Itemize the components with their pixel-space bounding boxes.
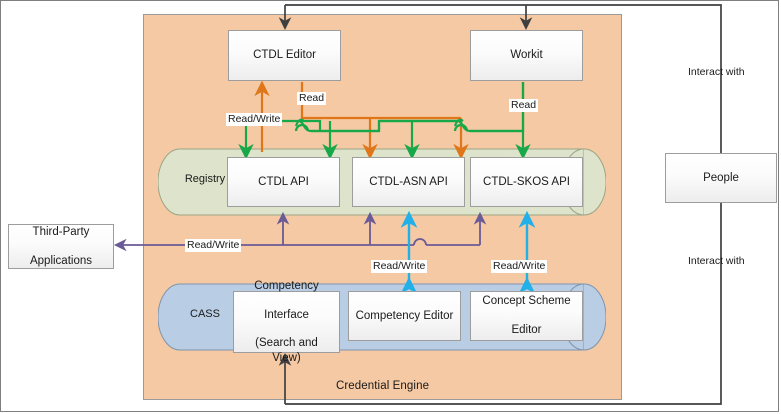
node-third-party-line2: Applications <box>29 254 92 267</box>
node-competency-interface-line1: Competency <box>254 279 319 292</box>
node-ctdl-skos-api-label: CTDL-SKOS API <box>483 175 570 188</box>
node-ctdl-api[interactable]: CTDL API <box>227 157 340 207</box>
node-competency-interface-line3: (Search and View) <box>255 337 318 364</box>
node-third-party-applications[interactable]: Third-Party Applications <box>8 224 114 269</box>
node-workit-label: Workit <box>510 49 543 62</box>
node-ctdl-editor[interactable]: CTDL Editor <box>228 30 341 81</box>
node-ctdl-asn-api-label: CTDL-ASN API <box>369 175 448 188</box>
edge-label-cass-right-readwrite: Read/Write <box>491 260 548 273</box>
node-competency-editor-label: Competency Editor <box>355 309 454 322</box>
node-competency-editor[interactable]: Competency Editor <box>348 291 461 341</box>
edge-label-ctdl-editor-read: Read <box>297 92 327 105</box>
node-ctdl-api-label: CTDL API <box>258 175 309 188</box>
node-concept-scheme-editor-line1: Concept Scheme <box>482 295 571 308</box>
edge-label-third-party-readwrite: Read/Write <box>185 239 242 252</box>
node-competency-interface-line2: Interface <box>264 308 309 321</box>
credential-engine-label: Credential Engine <box>335 380 430 392</box>
node-competency-interface[interactable]: Competency Interface (Search and View) <box>233 280 340 364</box>
node-concept-scheme-editor-line2: Editor <box>511 324 542 337</box>
edge-label-cass-left-readwrite: Read/Write <box>371 260 428 273</box>
edge-label-people-bottom: Interact with <box>688 255 745 267</box>
node-concept-scheme-editor[interactable]: Concept Scheme Editor <box>470 291 583 341</box>
edge-label-ctdl-editor-readwrite: Read/Write <box>226 113 283 126</box>
node-ctdl-skos-api[interactable]: CTDL-SKOS API <box>470 157 583 207</box>
registry-label: Registry <box>184 173 226 185</box>
cass-label: CASS <box>190 308 220 320</box>
node-ctdl-editor-label: CTDL Editor <box>253 49 316 62</box>
node-people-label: People <box>703 171 739 184</box>
node-ctdl-asn-api[interactable]: CTDL-ASN API <box>352 157 465 207</box>
node-people[interactable]: People <box>665 153 777 203</box>
edge-label-workit-read: Read <box>509 99 539 112</box>
node-third-party-line1: Third-Party <box>32 225 90 238</box>
edge-label-people-top: Interact with <box>688 66 745 78</box>
node-workit[interactable]: Workit <box>470 30 583 81</box>
